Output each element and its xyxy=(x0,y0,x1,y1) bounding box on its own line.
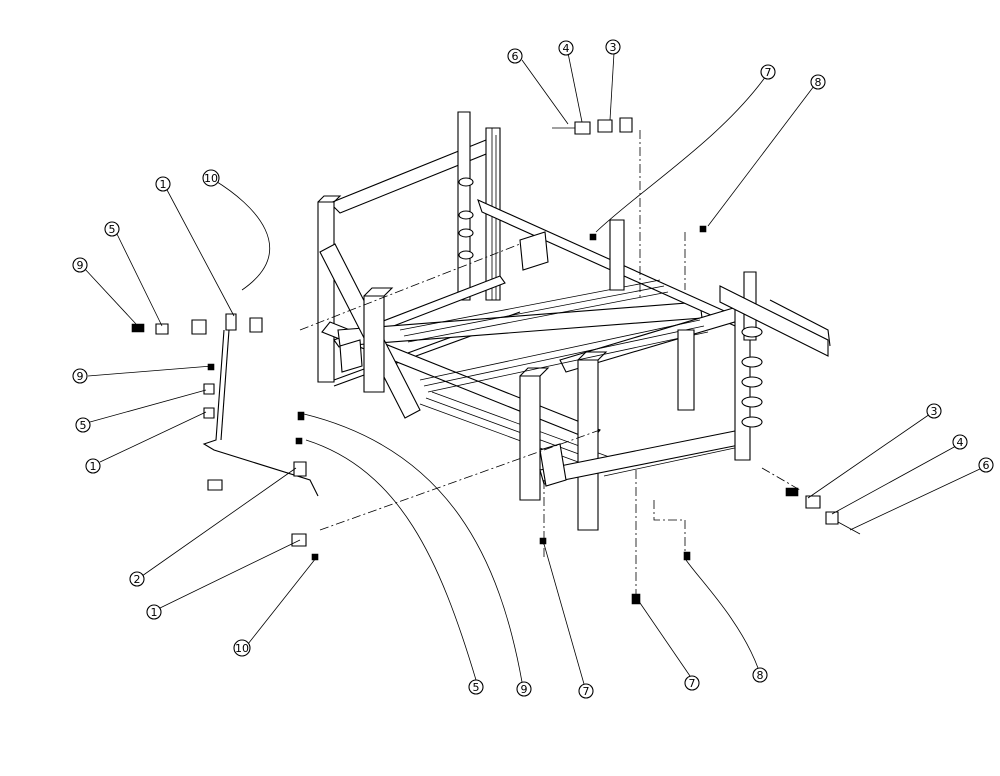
callout-label: 9 xyxy=(77,370,84,383)
callout-label: 5 xyxy=(473,681,480,694)
callout-10-bottom: 10 xyxy=(233,639,251,657)
callout-9-bottom: 9 xyxy=(516,681,532,697)
callout-label: 3 xyxy=(931,405,938,418)
callout-7-bottom-a: 7 xyxy=(578,683,594,699)
callout-5-left-top: 5 xyxy=(104,221,120,237)
callout-label: 10 xyxy=(204,172,218,185)
callout-6-top: 6 xyxy=(507,48,523,64)
callout-label: 9 xyxy=(521,683,528,696)
hardware-top-center xyxy=(552,117,707,241)
callout-label: 8 xyxy=(757,669,764,682)
callout-10-left: 10 xyxy=(202,169,220,187)
callout-label: 7 xyxy=(765,66,772,79)
callout-label: 8 xyxy=(815,76,822,89)
callout-4-top: 4 xyxy=(558,40,574,56)
leader-lines xyxy=(83,52,983,685)
callout-label: 7 xyxy=(689,677,696,690)
callout-label: 9 xyxy=(77,259,84,272)
callout-9-left-top: 9 xyxy=(72,257,88,273)
callout-5-bottom: 5 xyxy=(468,679,484,695)
callout-label: 4 xyxy=(957,436,964,449)
callout-5-left-mid: 5 xyxy=(75,417,91,433)
frame-assembly xyxy=(317,111,831,531)
callout-label: 3 xyxy=(610,41,617,54)
callout-label: 2 xyxy=(134,573,141,586)
callout-label: 6 xyxy=(512,50,519,63)
hardware-left xyxy=(131,313,319,561)
callout-1-left-top: 1 xyxy=(155,176,171,192)
callout-label: 10 xyxy=(235,642,249,655)
callout-label: 5 xyxy=(80,419,87,432)
callout-8-bottom: 8 xyxy=(752,667,768,683)
callout-7-top: 7 xyxy=(760,64,776,80)
callout-1-left-bottom: 1 xyxy=(146,604,162,620)
callout-label: 1 xyxy=(151,606,158,619)
hardware-right xyxy=(539,487,861,605)
callout-4-right: 4 xyxy=(952,434,968,450)
callout-9-left-mid: 9 xyxy=(72,368,88,384)
callout-1-left-low: 1 xyxy=(0,0,7,3)
assembly-lines xyxy=(299,130,801,600)
callout-label: 6 xyxy=(983,459,990,472)
callout-6-right: 6 xyxy=(978,457,994,473)
callout-7-bottom-b: 7 xyxy=(684,675,700,691)
callout-8-top: 8 xyxy=(810,74,826,90)
callout-3-top: 3 xyxy=(605,39,621,55)
callout-label: 5 xyxy=(109,223,116,236)
callout-2-left: 2 xyxy=(129,571,145,587)
callout-3-right: 3 xyxy=(926,403,942,419)
callout-1-left-mid: 1 xyxy=(85,458,101,474)
callout-label: 1 xyxy=(90,460,97,473)
callout-label: 1 xyxy=(160,178,167,191)
callout-label: 7 xyxy=(583,685,590,698)
callout-label: 4 xyxy=(563,42,570,55)
